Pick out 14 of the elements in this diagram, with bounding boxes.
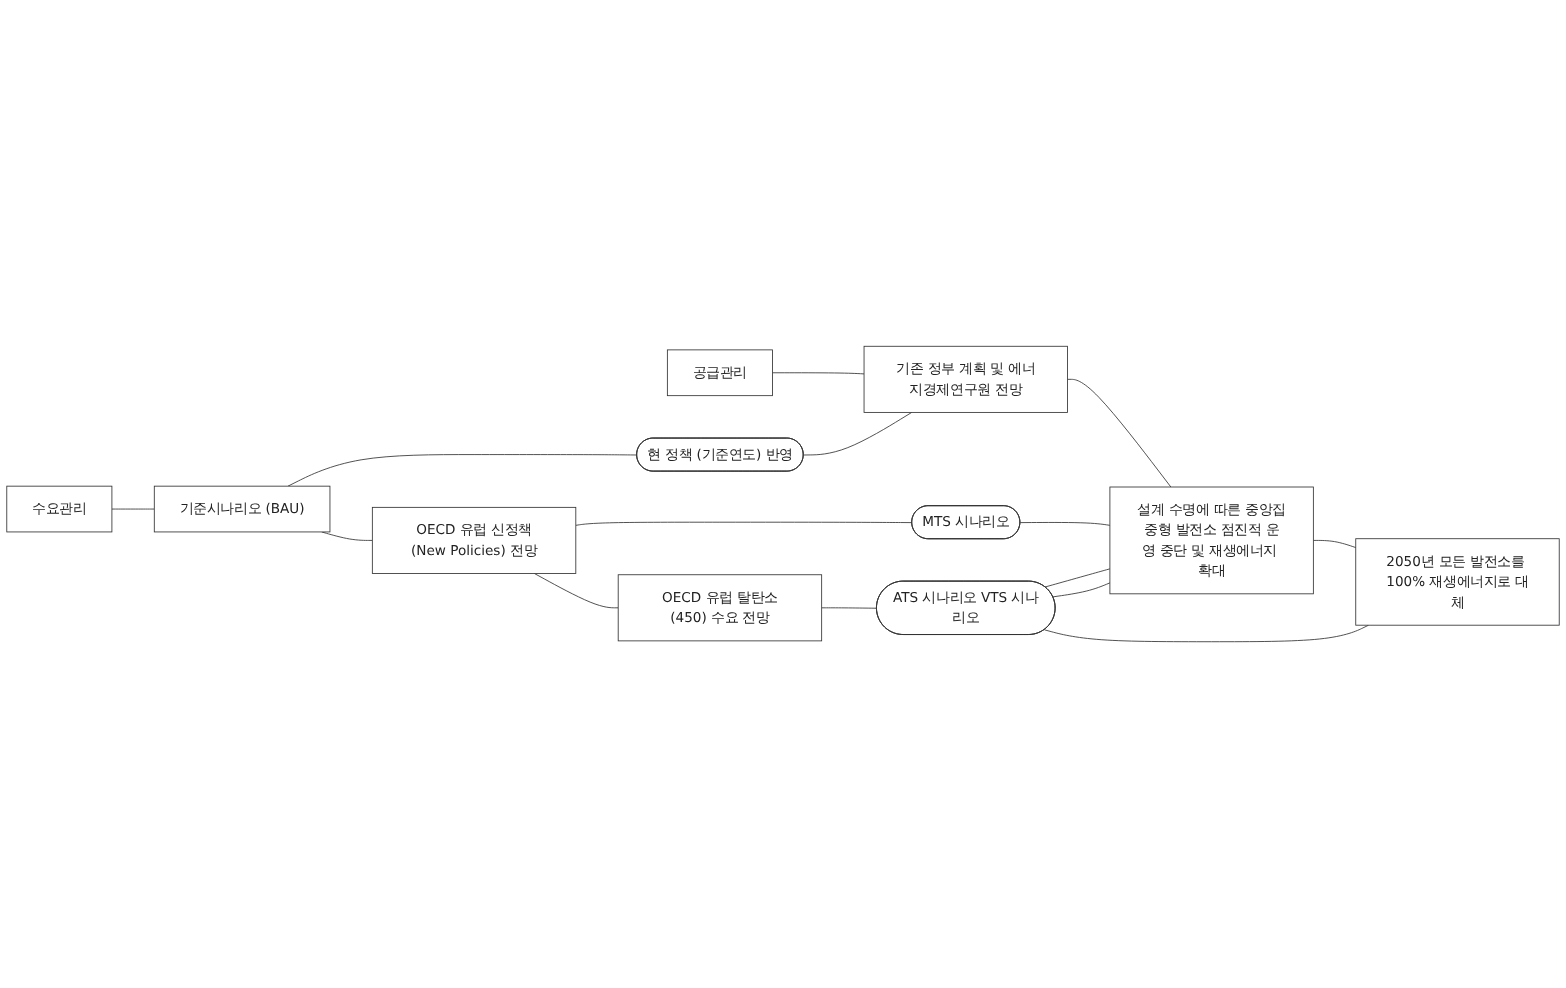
connector [111, 508, 155, 510]
connector [1067, 378, 1172, 488]
connector [803, 411, 913, 456]
connector [1052, 582, 1111, 598]
connector [1044, 624, 1369, 643]
connector [772, 372, 865, 375]
connector [287, 454, 638, 487]
connector [575, 521, 913, 526]
connector [1019, 522, 1111, 526]
connector [821, 607, 878, 609]
connector [1044, 568, 1111, 588]
connector [533, 573, 619, 609]
connector [1312, 540, 1357, 548]
connector [321, 531, 373, 541]
